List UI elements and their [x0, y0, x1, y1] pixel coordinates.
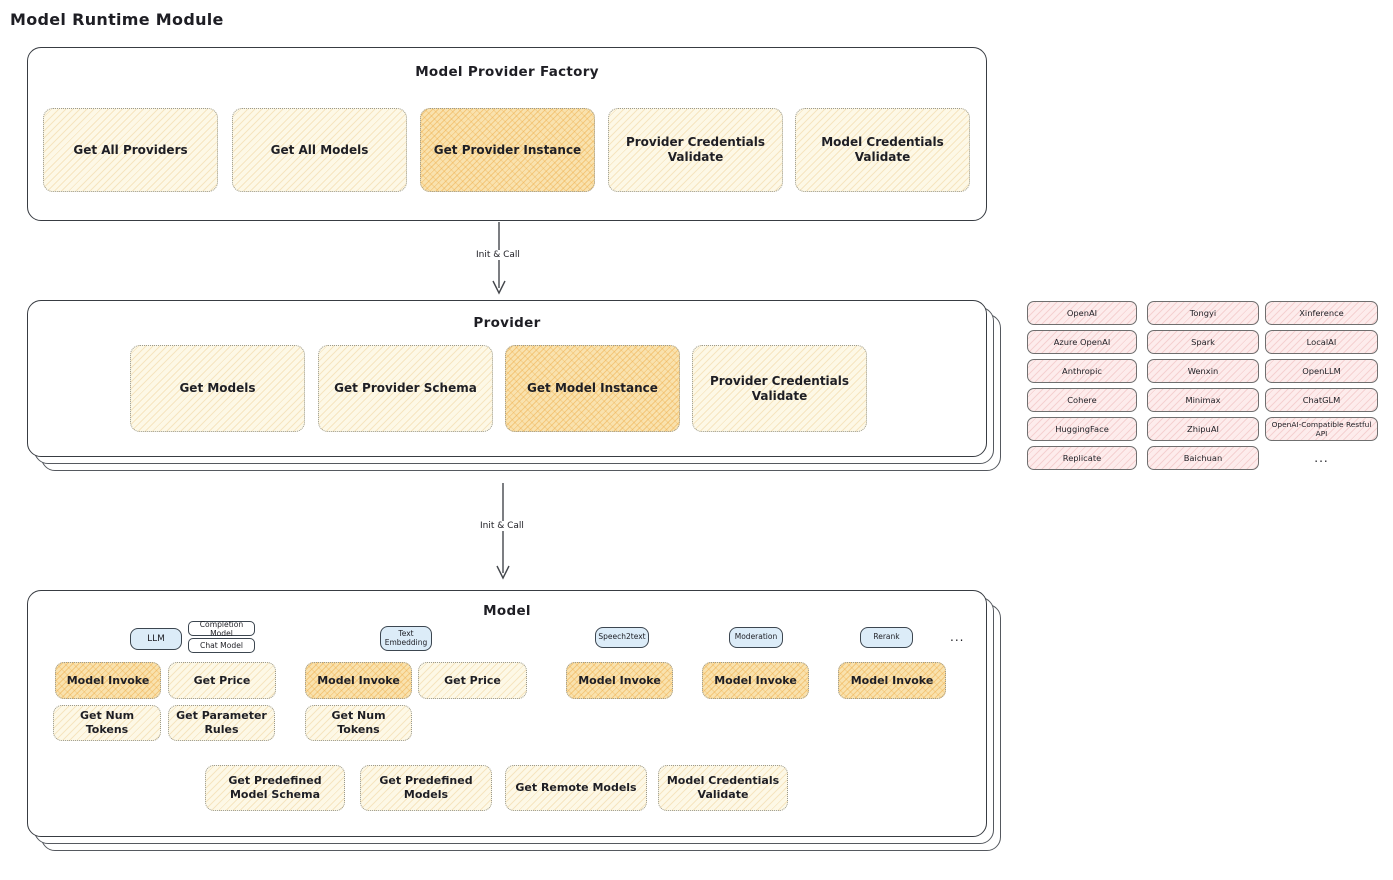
provider-spark: Spark — [1147, 330, 1259, 354]
model-button-invoke-moderation: Model Invoke — [702, 662, 809, 699]
factory-button-provider-credentials-validate: Provider Credentials Validate — [608, 108, 783, 192]
model-button-get-price-embedding: Get Price — [418, 662, 527, 699]
provider-localai: LocalAI — [1265, 330, 1378, 354]
provider-button-get-model-instance: Get Model Instance — [505, 345, 680, 432]
tag-text-embedding: Text Embedding — [380, 626, 432, 651]
provider-button-provider-credentials-validate: Provider Credentials Validate — [692, 345, 867, 432]
provider-huggingface: HuggingFace — [1027, 417, 1137, 441]
tag-llm: LLM — [130, 628, 182, 650]
tag-chat-model: Chat Model — [188, 638, 255, 653]
provider-catalog-column-3: Xinference LocalAI OpenLLM ChatGLM OpenA… — [1265, 301, 1378, 470]
provider-openai-compatible-restful-api: OpenAI-Compatible Restful API — [1265, 417, 1378, 441]
provider-zhipuai: ZhipuAI — [1147, 417, 1259, 441]
provider-wenxin: Wenxin — [1147, 359, 1259, 383]
provider-cohere: Cohere — [1027, 388, 1137, 412]
provider-catalog-column-1: OpenAI Azure OpenAI Anthropic Cohere Hug… — [1027, 301, 1137, 470]
provider-replicate: Replicate — [1027, 446, 1137, 470]
model-button-invoke-llm: Model Invoke — [55, 662, 161, 699]
provider-button-get-provider-schema: Get Provider Schema — [318, 345, 493, 432]
provider-title: Provider — [473, 315, 541, 331]
provider-minimax: Minimax — [1147, 388, 1259, 412]
provider-azure-openai: Azure OpenAI — [1027, 330, 1137, 354]
page-title: Model Runtime Module — [10, 10, 224, 29]
provider-anthropic: Anthropic — [1027, 359, 1137, 383]
model-button-get-remote-models: Get Remote Models — [505, 765, 647, 811]
model-button-invoke-speech2text: Model Invoke — [566, 662, 673, 699]
provider-chatglm: ChatGLM — [1265, 388, 1378, 412]
factory-title: Model Provider Factory — [415, 64, 599, 80]
model-button-invoke-rerank: Model Invoke — [838, 662, 946, 699]
provider-baichuan: Baichuan — [1147, 446, 1259, 470]
factory-button-model-credentials-validate: Model Credentials Validate — [795, 108, 970, 192]
provider-tongyi: Tongyi — [1147, 301, 1259, 325]
factory-button-get-all-models: Get All Models — [232, 108, 407, 192]
arrow-down-icon — [496, 483, 510, 580]
model-button-get-parameter-rules: Get Parameter Rules — [168, 705, 275, 741]
model-tags-ellipsis: ... — [950, 630, 965, 644]
factory-button-get-all-providers: Get All Providers — [43, 108, 218, 192]
factory-button-get-provider-instance: Get Provider Instance — [420, 108, 595, 192]
provider-catalog-ellipsis: ... — [1314, 451, 1329, 465]
model-button-get-predefined-models: Get Predefined Models — [360, 765, 492, 811]
provider-openai: OpenAI — [1027, 301, 1137, 325]
tag-rerank: Rerank — [860, 627, 913, 648]
provider-catalog-column-2: Tongyi Spark Wenxin Minimax ZhipuAI Baic… — [1147, 301, 1259, 470]
provider-openllm: OpenLLM — [1265, 359, 1378, 383]
model-button-get-predefined-model-schema: Get Predefined Model Schema — [205, 765, 345, 811]
model-button-get-num-tokens-llm: Get Num Tokens — [53, 705, 161, 741]
tag-moderation: Moderation — [729, 627, 783, 648]
model-button-invoke-embedding: Model Invoke — [305, 662, 412, 699]
arrow1-label: Init & Call — [473, 250, 523, 260]
tag-speech2text: Speech2text — [595, 627, 649, 648]
arrow2-label: Init & Call — [477, 521, 527, 531]
provider-xinference: Xinference — [1265, 301, 1378, 325]
model-button-get-num-tokens-embedding: Get Num Tokens — [305, 705, 412, 741]
model-title: Model — [483, 603, 531, 619]
model-button-get-price-llm: Get Price — [168, 662, 276, 699]
provider-button-get-models: Get Models — [130, 345, 305, 432]
model-button-model-credentials-validate: Model Credentials Validate — [658, 765, 788, 811]
tag-completion-model: Completion Model — [188, 620, 255, 638]
